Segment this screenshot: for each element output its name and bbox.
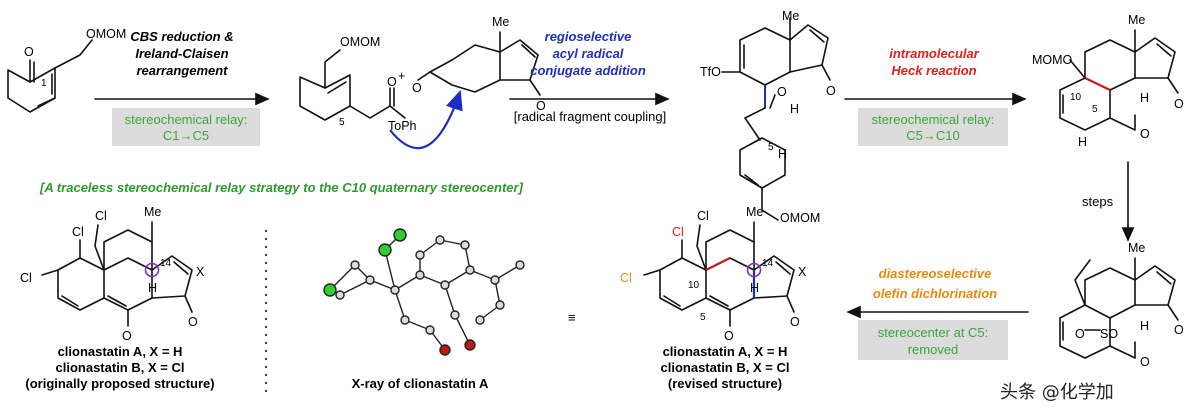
locant-c5-a: 5: [339, 117, 345, 128]
step3-box-text-2: C5→C10: [906, 128, 959, 143]
label-so: SO: [1100, 327, 1118, 341]
molecule-revised-structure: Cl Cl Cl Me X O O H 14 10 5: [620, 205, 807, 343]
xray-structure: [323, 228, 525, 356]
label-omom-1: OMOM: [86, 27, 126, 41]
strategy-text: [A traceless stereochemical relay strate…: [39, 180, 524, 195]
caption-right-3: (revised structure): [668, 376, 782, 391]
atom-x-1: X: [196, 265, 205, 279]
label-me-2: Me: [782, 9, 799, 23]
molecule-heck-product: MOMO Me O O H H 10 5: [1032, 13, 1184, 149]
atom-cl-1: Cl: [72, 225, 84, 239]
atom-cl-6: Cl: [620, 271, 632, 285]
label-omom-3: OMOM: [780, 211, 820, 225]
molecule-dienone: O O Me: [389, 15, 546, 150]
atom-o-5: O: [826, 84, 836, 98]
caption-left-3: (originally proposed structure): [25, 376, 214, 391]
atom-o-10: O: [122, 329, 132, 343]
atom-cl-5: Cl: [697, 209, 709, 223]
step2-text-1: regioselective: [545, 29, 632, 44]
molecule-sulfite: O SO Me O O H: [1059, 241, 1184, 369]
step2-note: [radical fragment coupling]: [514, 109, 666, 124]
atom-o-6: O: [777, 85, 787, 99]
step5-box-text-1: stereocenter at C5:: [878, 325, 989, 340]
step3-text-1: intramolecular: [889, 46, 980, 61]
step5-text-2: olefin dichlorination: [873, 286, 997, 301]
molecule-cyclohexenone: O 1 OMOM: [7, 27, 126, 113]
atom-o: O: [24, 45, 34, 59]
caption-left-2: clionastatin B, X = Cl: [56, 360, 185, 375]
label-omom-2: OMOM: [340, 35, 380, 49]
atom-o-13: O: [1075, 327, 1085, 341]
label-momo: MOMO: [1032, 53, 1073, 67]
step3-box-text-1: stereochemical relay:: [872, 112, 995, 127]
step2-text-3: conjugate addition: [530, 63, 646, 78]
locant-c10-b: 10: [688, 280, 700, 291]
atom-h-6: H: [750, 281, 759, 295]
step5-box: [858, 320, 1008, 360]
atom-h-5: H: [148, 281, 157, 295]
step1-text-3: rearrangement: [136, 63, 228, 78]
atom-cl-2: Cl: [95, 209, 107, 223]
atom-o-7: O: [1174, 97, 1184, 111]
atom-cl-4: Cl: [672, 225, 684, 239]
plus-sign: +: [398, 69, 405, 83]
atom-cl-3: Cl: [20, 271, 32, 285]
locant-c1: 1: [41, 78, 47, 89]
atom-h-7: H: [1140, 319, 1149, 333]
atom-o-11: O: [790, 315, 800, 329]
atom-o-9: O: [188, 315, 198, 329]
label-toph: ToPh: [388, 119, 417, 133]
equiv-sign: ≡: [568, 310, 576, 325]
step1-box-text-2: C1→C5: [163, 128, 209, 143]
locant-c5-b: 5: [768, 142, 774, 153]
atom-o-14: O: [1174, 323, 1184, 337]
atom-h-4: H: [1078, 135, 1087, 149]
label-me-1: Me: [492, 15, 509, 29]
atom-h-1: H: [790, 102, 799, 116]
locant-c14-a: 14: [160, 258, 172, 269]
atom-o-4: O: [536, 99, 546, 113]
atom-o-2: O: [387, 75, 397, 89]
atom-o-12: O: [724, 329, 734, 343]
step1-box-text-1: stereochemical relay:: [125, 112, 248, 127]
label-tfo: TfO: [700, 65, 721, 79]
step5-box-text-2: removed: [908, 342, 959, 357]
step3-text-2: Heck reaction: [891, 63, 976, 78]
locant-c5-d: 5: [700, 312, 706, 323]
locant-c10-a: 10: [1070, 92, 1082, 103]
molecule-thioester: OMOM O ToPh 5 +: [299, 35, 417, 133]
step1-box: [112, 108, 260, 146]
step5-text-1: diastereoselective: [879, 266, 992, 281]
step4-text: steps: [1082, 194, 1114, 209]
caption-xray: X-ray of clionastatin A: [352, 376, 489, 391]
label-me-4: Me: [144, 205, 161, 219]
step3-box: [858, 108, 1008, 146]
caption-left-1: clionastatin A, X = H: [58, 344, 183, 359]
locant-c14-b: 14: [762, 258, 774, 269]
step1-text-2: Ireland-Claisen: [135, 46, 228, 61]
step1-text-1: CBS reduction &: [130, 29, 233, 44]
caption-right-2: clionastatin B, X = Cl: [661, 360, 790, 375]
atom-o-8: O: [1140, 127, 1150, 141]
atom-x-2: X: [798, 265, 807, 279]
locant-c5-c: 5: [1092, 104, 1098, 115]
radical-arrow: [389, 89, 463, 150]
label-me-3: Me: [1128, 13, 1145, 27]
label-me-5: Me: [746, 205, 763, 219]
watermark: 头条 @化学加: [1000, 382, 1114, 403]
step2-text-2: acyl radical: [553, 46, 624, 61]
atom-h-2: H: [778, 147, 787, 161]
atom-h-3: H: [1140, 91, 1149, 105]
caption-right-1: clionastatin A, X = H: [663, 344, 788, 359]
label-me-6: Me: [1128, 241, 1145, 255]
atom-o-3: O: [412, 81, 422, 95]
molecule-original-structure: Cl Cl Cl Me X O O H 14: [20, 205, 205, 343]
atom-o-15: O: [1140, 355, 1150, 369]
molecule-coupled: TfO Me O H O 5 H OMOM: [700, 9, 836, 225]
